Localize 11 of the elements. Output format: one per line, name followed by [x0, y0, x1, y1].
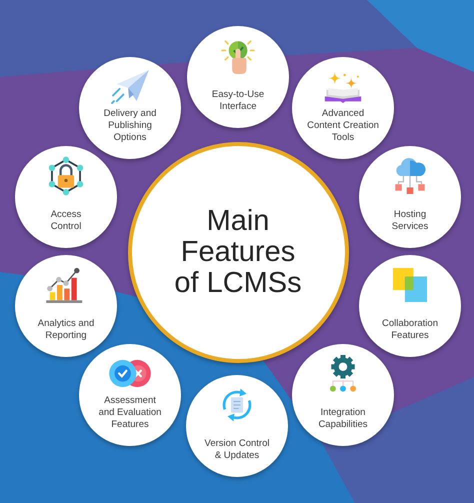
center-heading: Main Features of LCMSs [173, 206, 303, 298]
feature-label: Collaboration Features [381, 318, 439, 342]
feature-label: Easy-to-Use Interface [210, 89, 266, 113]
feature-label: Hosting Services [390, 209, 430, 233]
feature-label: Integration Capabilities [317, 407, 369, 431]
feature-label: Assessment and Evaluation Features [98, 395, 162, 431]
feature-label: Analytics and Reporting [36, 318, 96, 342]
feature-label: Delivery and Publishing Options [102, 108, 158, 144]
feature-label: Access Control [50, 209, 82, 233]
feature-label: Advanced Content Creation Tools [306, 108, 380, 144]
feature-label: Version Control & Updates [204, 438, 270, 462]
